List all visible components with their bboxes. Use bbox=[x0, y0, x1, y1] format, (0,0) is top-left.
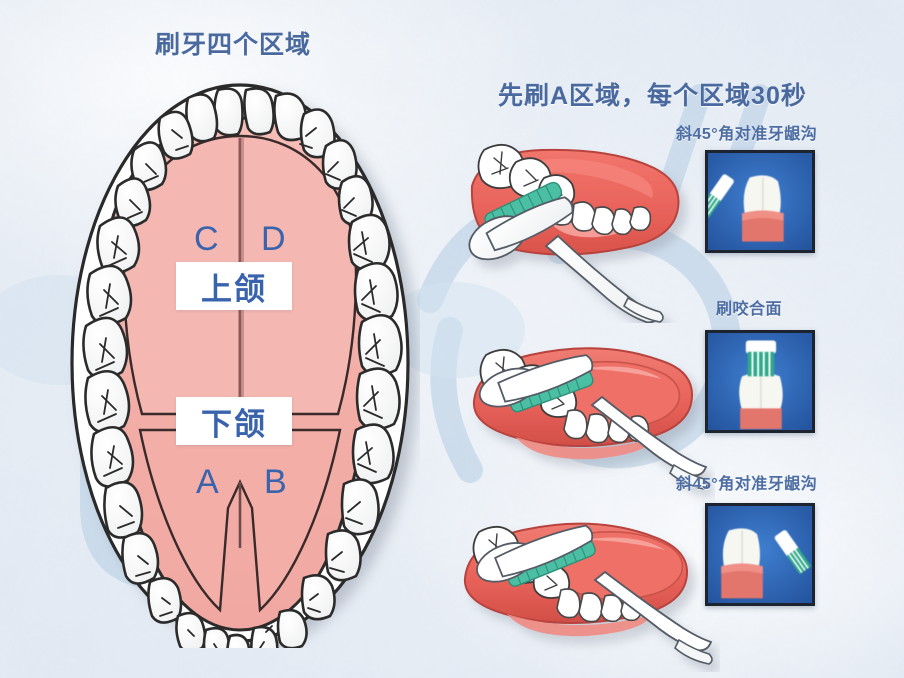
left-panel-title: 刷牙四个区域 bbox=[155, 31, 312, 59]
inset-photo-step-2 bbox=[705, 330, 815, 433]
quadrant-label-c: C bbox=[194, 220, 219, 258]
inset-photo-step-3 bbox=[705, 503, 815, 606]
quadrant-label-b: B bbox=[264, 463, 287, 501]
dental-arch-diagram bbox=[70, 83, 410, 648]
step-2-caption: 刷咬合面 bbox=[716, 301, 783, 318]
lower-jaw-label: 下颌 bbox=[176, 397, 292, 445]
quadrant-label-d: D bbox=[261, 220, 286, 258]
step-1-illustration bbox=[468, 144, 680, 323]
step-3-illustration bbox=[463, 522, 713, 665]
quadrant-label-a: A bbox=[196, 463, 219, 501]
step-3-caption: 斜45°角对准牙龈沟 bbox=[676, 476, 818, 493]
step-1-caption: 斜45°角对准牙龈沟 bbox=[676, 126, 818, 143]
upper-jaw-label: 上颌 bbox=[176, 262, 292, 310]
inset-photo-step-1 bbox=[705, 150, 815, 253]
right-panel-title: 先刷A区域，每个区域30秒 bbox=[498, 82, 807, 110]
